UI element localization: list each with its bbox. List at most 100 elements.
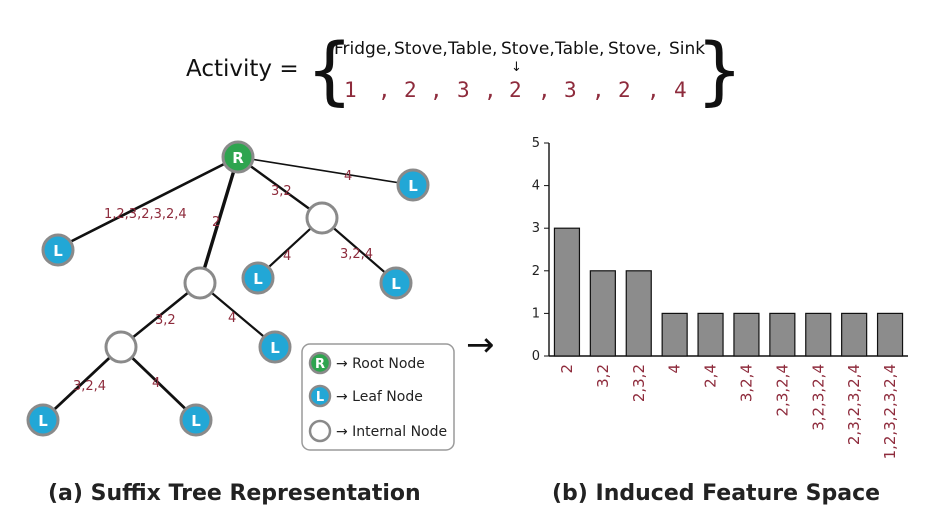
x-tick-label: 4 [666, 364, 684, 374]
root-node-letter: R [232, 149, 244, 167]
tree-edge [41, 345, 123, 422]
tree-edge [56, 155, 240, 250]
activity-label: Activity = [186, 56, 299, 82]
x-tick-label: 2,3,2,4 [773, 364, 791, 416]
leaf-node: L [41, 233, 75, 267]
activity-separator: , [538, 78, 551, 102]
activity-number: 3 [564, 78, 577, 102]
leaf-node: L [396, 168, 430, 202]
edge-label: 2 [212, 215, 220, 230]
activity-separator: , [378, 78, 391, 102]
legend-internal-label: → Internal Node [336, 424, 447, 440]
activity-number: 1 [344, 78, 357, 102]
activity-number: 4 [674, 78, 687, 102]
y-tick-label: 3 [532, 221, 540, 236]
leaf-node: L [379, 266, 413, 300]
activity-separator: , [647, 78, 660, 102]
internal-node [104, 330, 138, 364]
legend-leaf-label: → Leaf Node [336, 389, 423, 405]
legend-item-leaf: L → Leaf Node [308, 384, 423, 408]
activity-number: 3 [457, 78, 470, 102]
x-tick-label: 2 [558, 364, 576, 374]
bar [697, 312, 724, 357]
leaf-node-letter: L [270, 339, 280, 357]
internal-node [305, 201, 339, 235]
x-tick-label: 2,4 [702, 364, 720, 388]
legend-item-root: R → Root Node [308, 351, 425, 375]
leaf-node-letter: L [408, 177, 418, 195]
y-tick-label: 0 [532, 349, 540, 364]
edge-label: 3,2,4 [340, 247, 373, 262]
caption-suffix-tree: (a) Suffix Tree Representation [48, 481, 421, 506]
edge-label: 4 [344, 169, 352, 184]
tree-edge [236, 155, 324, 220]
edge-label: 4 [283, 249, 291, 264]
activity-separator: , [484, 78, 497, 102]
activity-word: Fridge, [334, 39, 392, 59]
caption-feature-space: (b) Induced Feature Space [552, 481, 880, 506]
activity-separator: , [430, 78, 443, 102]
down-arrow-icon: ↓ [511, 60, 522, 75]
y-tick-label: 4 [532, 179, 540, 194]
edge-label: 4 [152, 376, 160, 391]
bar [625, 270, 652, 357]
activity-number: 2 [618, 78, 631, 102]
x-tick-label: 2,3,2,3,2,4 [845, 364, 863, 445]
bar [841, 312, 868, 357]
leaf-node-letter: L [38, 412, 48, 430]
tree-edge [237, 156, 414, 186]
activity-word: Stove, [501, 39, 555, 59]
x-tick-label: 1,2,3,2,3,2,4 [881, 364, 899, 459]
bar [805, 312, 832, 357]
internal-node [183, 266, 217, 300]
activity-number: 2 [509, 78, 522, 102]
edge-label: 4 [228, 311, 236, 326]
activity-word: Stove, [608, 39, 662, 59]
legend-item-internal: → Internal Node [308, 419, 447, 443]
activity-number: 2 [404, 78, 417, 102]
activity-word: Table, [554, 39, 604, 59]
root-node-icon [308, 351, 332, 375]
root-node: R [221, 140, 255, 174]
edge-label: 3,2,4 [73, 379, 106, 394]
bar [553, 227, 581, 357]
tree-edge [119, 281, 202, 349]
leaf-node-letter: L [253, 270, 263, 288]
legend: R → Root Node L → Leaf Node → Internal N… [301, 343, 455, 451]
legend-box [301, 343, 455, 451]
tree-edge-labels: 4 1,2,3,2,3,2,4 2 3,2 4 3,2,4 3,2 4 3,2,… [73, 169, 373, 394]
internal-node-icon [308, 419, 332, 443]
tree-nodes: R L L L L L L L [26, 140, 430, 437]
y-tick-label: 5 [532, 136, 540, 151]
leaf-node: L [258, 330, 292, 364]
leaf-node: L [26, 403, 60, 437]
x-tick-label: 3,2 [594, 364, 612, 388]
leaf-node-letter: L [391, 275, 401, 293]
y-tick-label: 1 [532, 306, 540, 321]
bar [733, 312, 760, 357]
legend-root-label: → Root Node [336, 356, 425, 372]
bar [876, 312, 904, 357]
bar [769, 312, 796, 357]
bar [589, 270, 616, 357]
activity-word: Stove, [394, 39, 448, 59]
leaf-node: L [241, 261, 275, 295]
bar [661, 312, 688, 357]
right-brace-icon: } [696, 28, 743, 114]
legend-leaf-letter: L [316, 390, 324, 405]
activity-separator: , [592, 78, 605, 102]
tree-edge [119, 345, 198, 421]
x-tick-label: 3,2,4 [737, 364, 755, 402]
leaf-node-icon [308, 384, 332, 408]
activity-word: Sink [669, 39, 705, 59]
left-brace-icon: { [306, 28, 353, 114]
edge-label: 3,2 [155, 313, 176, 328]
edge-label: 1,2,3,2,3,2,4 [104, 207, 187, 222]
legend-root-letter: R [315, 357, 325, 372]
activity-equation: Activity = { } Fridge, Stove, Table, Sto… [186, 28, 743, 114]
right-arrow-icon: → [466, 325, 495, 365]
leaf-node: L [179, 403, 213, 437]
x-tick-label: 3,2,3,2,4 [809, 364, 827, 431]
